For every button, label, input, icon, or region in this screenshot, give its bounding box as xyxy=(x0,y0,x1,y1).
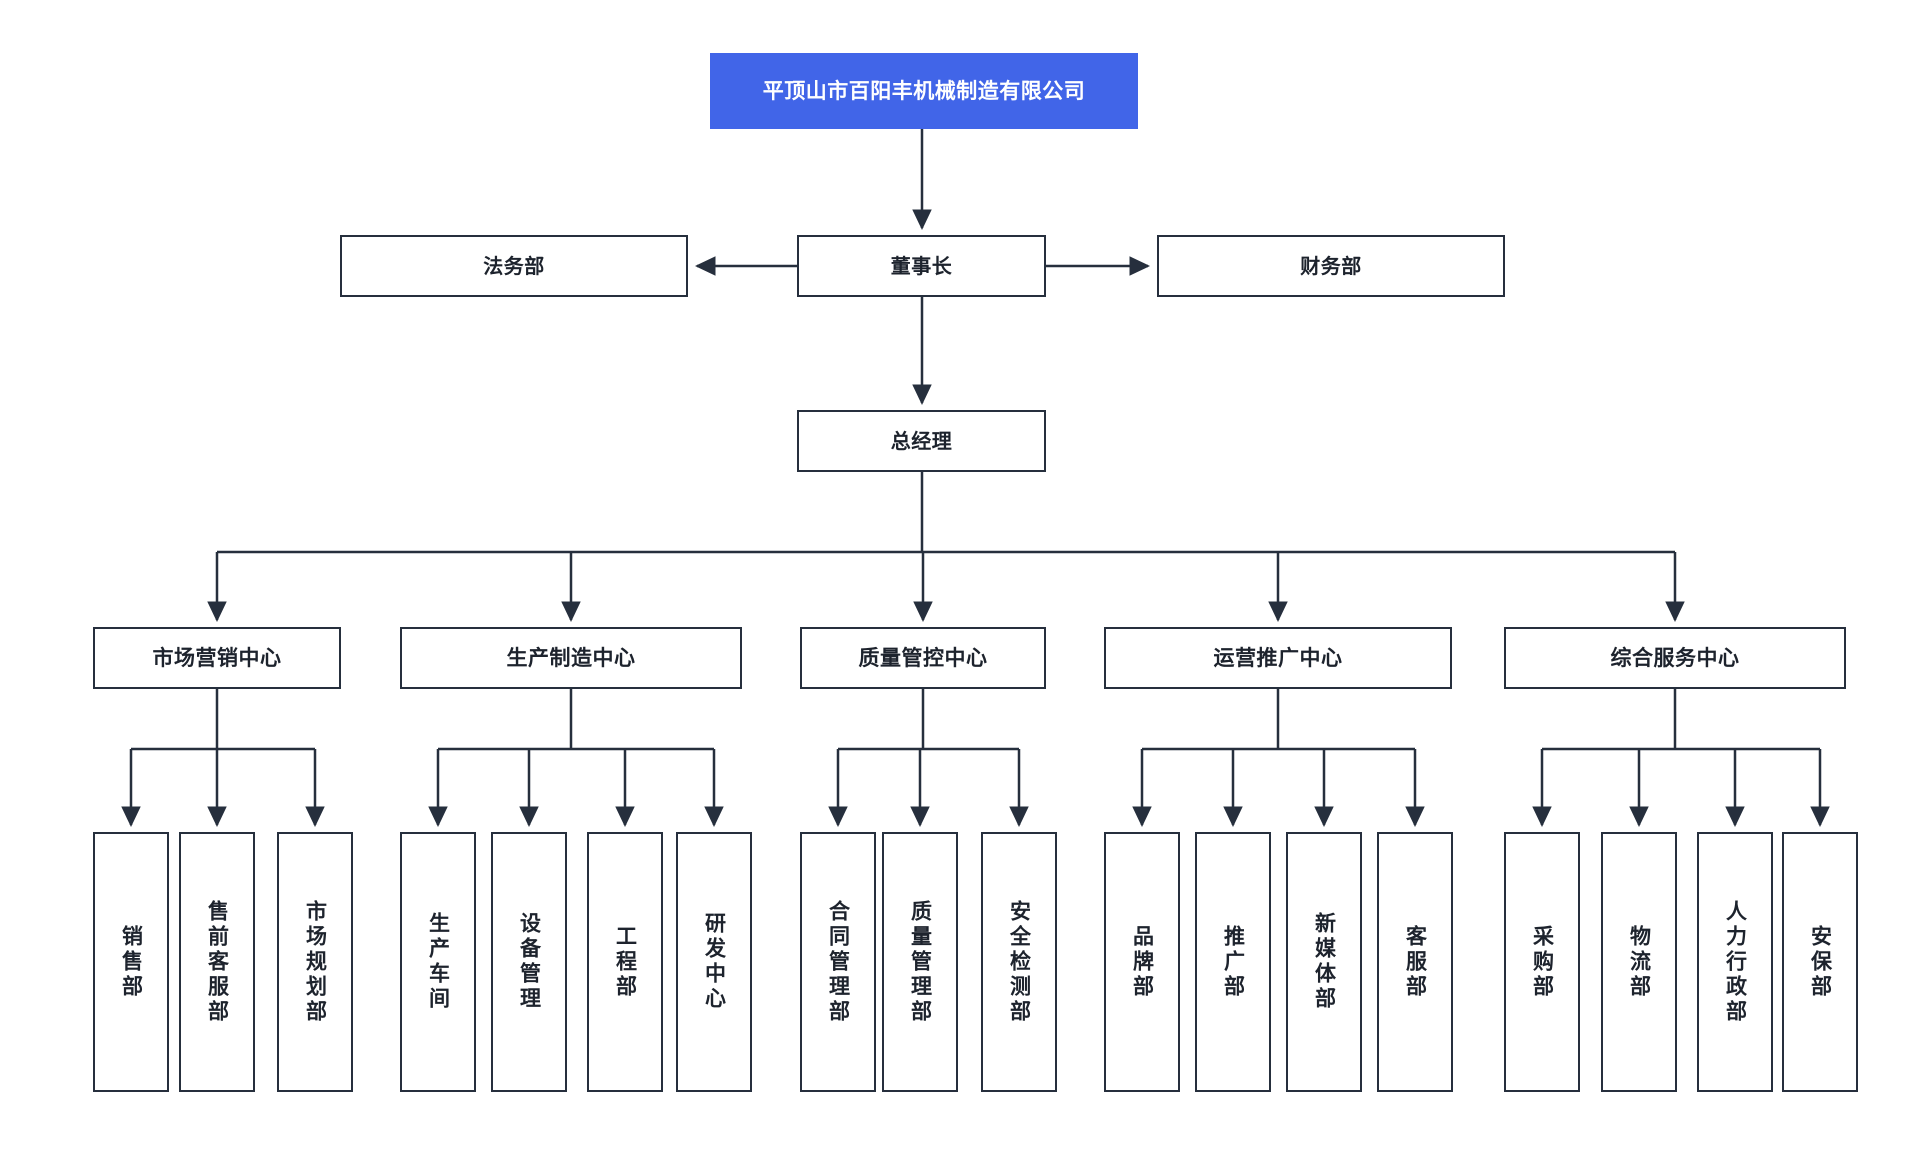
node-center-2-label: 生产制造中心 xyxy=(506,645,636,670)
node-department-2-1[interactable]: 生产车间 xyxy=(400,832,476,1092)
node-finance-dept[interactable]: 财务部 xyxy=(1157,235,1505,297)
node-department-5-4[interactable]: 安保部 xyxy=(1782,832,1858,1092)
node-department-2-2-label: 设备管理 xyxy=(517,912,542,1012)
node-department-3-1[interactable]: 合同管理部 xyxy=(800,832,876,1092)
node-department-5-1-label: 采购部 xyxy=(1530,924,1555,1000)
node-company-root[interactable]: 平顶山市百阳丰机械制造有限公司 xyxy=(710,53,1138,129)
node-department-2-3-label: 工程部 xyxy=(613,924,638,1000)
node-department-3-3-label: 安全检测部 xyxy=(1007,899,1032,1025)
node-department-3-2-label: 质量管理部 xyxy=(908,899,933,1025)
node-center-5[interactable]: 综合服务中心 xyxy=(1504,627,1846,689)
node-department-2-2[interactable]: 设备管理 xyxy=(491,832,567,1092)
node-finance-dept-label: 财务部 xyxy=(1300,253,1362,278)
node-department-5-4-label: 安保部 xyxy=(1808,924,1833,1000)
node-center-4[interactable]: 运营推广中心 xyxy=(1104,627,1452,689)
node-chairman[interactable]: 董事长 xyxy=(797,235,1046,297)
node-general-manager-label: 总经理 xyxy=(890,428,953,453)
node-department-4-3[interactable]: 新媒体部 xyxy=(1286,832,1362,1092)
node-center-4-label: 运营推广中心 xyxy=(1213,645,1343,670)
node-department-4-2-label: 推广部 xyxy=(1221,924,1246,1000)
node-department-4-3-label: 新媒体部 xyxy=(1312,912,1337,1012)
node-department-2-3[interactable]: 工程部 xyxy=(587,832,663,1092)
node-department-4-4[interactable]: 客服部 xyxy=(1377,832,1453,1092)
node-company-root-label: 平顶山市百阳丰机械制造有限公司 xyxy=(762,78,1086,103)
node-department-4-4-label: 客服部 xyxy=(1403,924,1428,1000)
node-department-2-1-label: 生产车间 xyxy=(426,912,451,1012)
node-center-2[interactable]: 生产制造中心 xyxy=(400,627,742,689)
node-department-4-2[interactable]: 推广部 xyxy=(1195,832,1271,1092)
node-department-1-2[interactable]: 售前客服部 xyxy=(179,832,255,1092)
node-department-5-2-label: 物流部 xyxy=(1627,924,1652,1000)
node-center-1-label: 市场营销中心 xyxy=(152,645,282,670)
node-department-1-1-label: 销售部 xyxy=(119,924,144,1000)
node-center-1[interactable]: 市场营销中心 xyxy=(93,627,341,689)
node-department-3-1-label: 合同管理部 xyxy=(826,899,851,1025)
node-department-4-1-label: 品牌部 xyxy=(1130,924,1155,1000)
node-department-1-3[interactable]: 市场规划部 xyxy=(277,832,353,1092)
node-chairman-label: 董事长 xyxy=(890,253,953,278)
node-department-2-4[interactable]: 研发中心 xyxy=(676,832,752,1092)
node-department-3-2[interactable]: 质量管理部 xyxy=(882,832,958,1092)
node-department-5-3-label: 人力行政部 xyxy=(1723,899,1748,1025)
node-department-5-3[interactable]: 人力行政部 xyxy=(1697,832,1773,1092)
node-department-5-2[interactable]: 物流部 xyxy=(1601,832,1677,1092)
node-legal-dept-label: 法务部 xyxy=(483,253,545,278)
node-department-2-4-label: 研发中心 xyxy=(702,912,727,1012)
node-center-5-label: 综合服务中心 xyxy=(1610,645,1740,670)
node-department-1-3-label: 市场规划部 xyxy=(303,899,328,1025)
node-legal-dept[interactable]: 法务部 xyxy=(340,235,688,297)
node-department-4-1[interactable]: 品牌部 xyxy=(1104,832,1180,1092)
node-center-3-label: 质量管控中心 xyxy=(858,645,988,670)
node-department-3-3[interactable]: 安全检测部 xyxy=(981,832,1057,1092)
node-center-3[interactable]: 质量管控中心 xyxy=(800,627,1046,689)
node-department-1-2-label: 售前客服部 xyxy=(205,899,230,1025)
node-department-5-1[interactable]: 采购部 xyxy=(1504,832,1580,1092)
node-department-1-1[interactable]: 销售部 xyxy=(93,832,169,1092)
node-general-manager[interactable]: 总经理 xyxy=(797,410,1046,472)
